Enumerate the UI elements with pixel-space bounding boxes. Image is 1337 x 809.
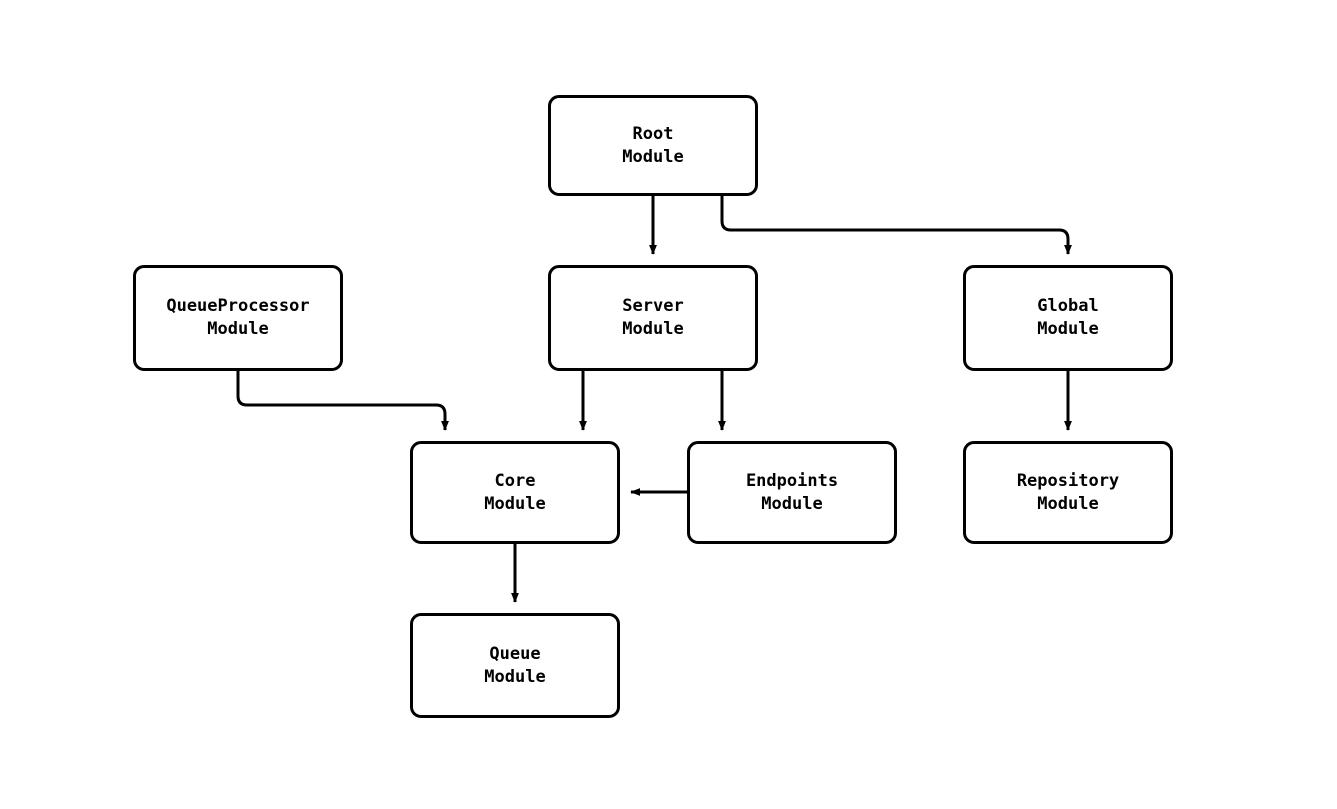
node-queueprocessor-module-line2: Module xyxy=(207,319,269,339)
node-global-module-line1: Global xyxy=(1037,296,1099,317)
node-global-module-line2: Module xyxy=(1037,319,1099,339)
node-server-module[interactable]: Server Module xyxy=(548,265,758,371)
node-core-module[interactable]: Core Module xyxy=(410,441,620,544)
node-core-module-line1: Core xyxy=(494,470,536,491)
node-root-module-line1: Root xyxy=(632,123,674,144)
edge-queueprocessor-to-core xyxy=(236,371,449,431)
node-server-module-line2: Module xyxy=(622,319,684,339)
node-endpoints-module-line2: Module xyxy=(761,493,823,514)
node-root-module[interactable]: Root Module xyxy=(548,95,758,196)
node-core-module-line2: Module xyxy=(484,493,546,514)
edge-root-to-global xyxy=(720,196,1072,255)
node-endpoints-module[interactable]: Endpoints Module xyxy=(687,441,897,544)
node-repository-module-line2: Module xyxy=(1037,493,1099,514)
node-queueprocessor-module-line1: QueueProcessor xyxy=(166,296,310,317)
node-root-module-line2: Module xyxy=(622,146,684,167)
node-server-module-line1: Server xyxy=(622,296,684,317)
node-queue-module[interactable]: Queue Module xyxy=(410,613,620,718)
node-queueprocessor-module[interactable]: QueueProcessor Module xyxy=(133,265,343,371)
node-queue-module-line1: Queue xyxy=(489,643,541,664)
node-global-module[interactable]: Global Module xyxy=(963,265,1173,371)
node-repository-module[interactable]: Repository Module xyxy=(963,441,1173,544)
node-endpoints-module-line1: Endpoints xyxy=(745,470,839,491)
node-queue-module-line2: Module xyxy=(484,666,546,687)
node-repository-module-line1: Repository xyxy=(1016,470,1120,491)
